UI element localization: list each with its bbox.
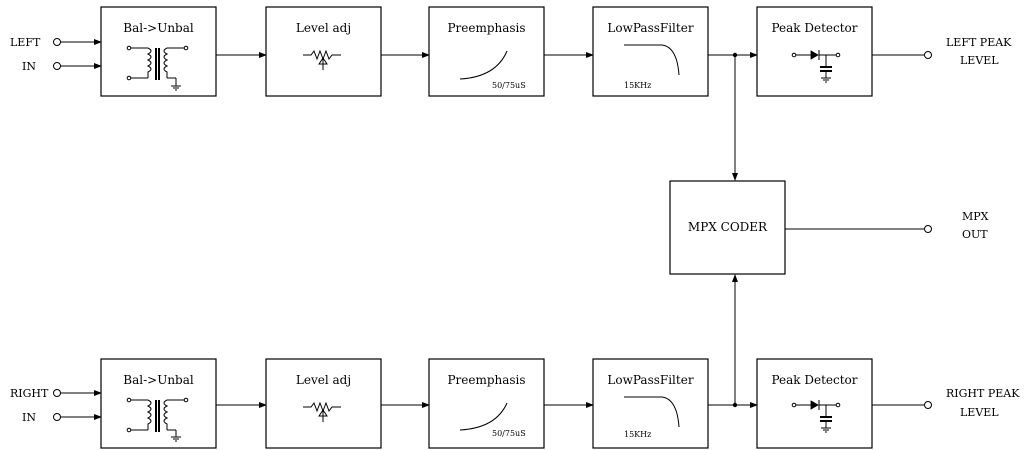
mpx-coder-block: MPX CODER xyxy=(669,180,786,275)
transformer-icon xyxy=(126,45,189,91)
right-preemphasis-block: Preemphasis 50/75uS xyxy=(428,358,545,449)
preemphasis-curve-icon xyxy=(459,50,508,80)
right-channel: RIGHT IN Bal->Unbal xyxy=(10,274,1020,449)
left-lowpass-block: LowPassFilter 15KHz xyxy=(592,6,709,97)
right-preemphasis-note: 50/75uS xyxy=(492,429,526,438)
right-peak-block: Peak Detector xyxy=(756,358,873,449)
left-preemphasis-note: 50/75uS xyxy=(492,81,526,90)
right-peak-out-terminal xyxy=(924,401,932,409)
right-balun-title: Bal->Unbal xyxy=(123,373,194,387)
preemphasis-curve-icon xyxy=(459,402,508,431)
diode-icon xyxy=(791,400,841,433)
left-in-label-line2: IN xyxy=(22,60,36,73)
mpx-out-label-line1: MPX xyxy=(962,210,989,223)
left-in-terminal-1 xyxy=(53,38,61,46)
right-preemphasis-title: Preemphasis xyxy=(447,373,525,387)
left-lowpass-note: 15KHz xyxy=(624,81,651,90)
lowpass-curve-icon xyxy=(624,396,680,428)
mpx-out-label-line2: OUT xyxy=(962,228,988,241)
left-peak-out-terminal xyxy=(924,51,932,59)
left-peak-block: Peak Detector xyxy=(756,6,873,97)
left-level-title: Level adj xyxy=(296,21,351,35)
left-lowpass-title: LowPassFilter xyxy=(607,21,693,35)
lowpass-curve-icon xyxy=(624,44,680,76)
left-balun-block: Bal->Unbal xyxy=(100,6,217,97)
left-peak-title: Peak Detector xyxy=(771,21,857,35)
left-in-terminal-2 xyxy=(53,62,61,70)
left-preemphasis-title: Preemphasis xyxy=(447,21,525,35)
right-lowpass-title: LowPassFilter xyxy=(607,373,693,387)
right-peak-label-line1: RIGHT PEAK xyxy=(946,387,1020,400)
left-peak-label-line2: LEVEL xyxy=(960,54,999,67)
left-channel: LEFT IN Bal->Unbal xyxy=(10,6,1012,181)
left-level-block: Level adj xyxy=(265,6,382,97)
right-peak-label-line2: LEVEL xyxy=(960,406,999,419)
left-balun-title: Bal->Unbal xyxy=(123,21,194,35)
mpx-coder-title: MPX CODER xyxy=(688,220,768,234)
diode-icon xyxy=(791,50,841,83)
right-level-title: Level adj xyxy=(296,373,351,387)
potentiometer-icon xyxy=(303,401,341,422)
right-in-terminal-2 xyxy=(53,413,61,421)
left-preemphasis-block: Preemphasis 50/75uS xyxy=(428,6,545,97)
right-lowpass-block: LowPassFilter 15KHz xyxy=(592,358,709,449)
right-in-terminal-1 xyxy=(53,389,61,397)
right-lowpass-note: 15KHz xyxy=(624,430,651,439)
right-in-label-line1: RIGHT xyxy=(10,387,49,400)
left-in-label-line1: LEFT xyxy=(10,36,41,49)
potentiometer-icon xyxy=(303,49,341,70)
right-level-block: Level adj xyxy=(265,358,382,449)
mpx-out-terminal xyxy=(924,225,932,233)
transformer-icon xyxy=(126,397,189,442)
right-peak-title: Peak Detector xyxy=(771,373,857,387)
right-in-label-line2: IN xyxy=(22,411,36,424)
right-balun-block: Bal->Unbal xyxy=(100,358,217,449)
left-peak-label-line1: LEFT PEAK xyxy=(946,36,1012,49)
